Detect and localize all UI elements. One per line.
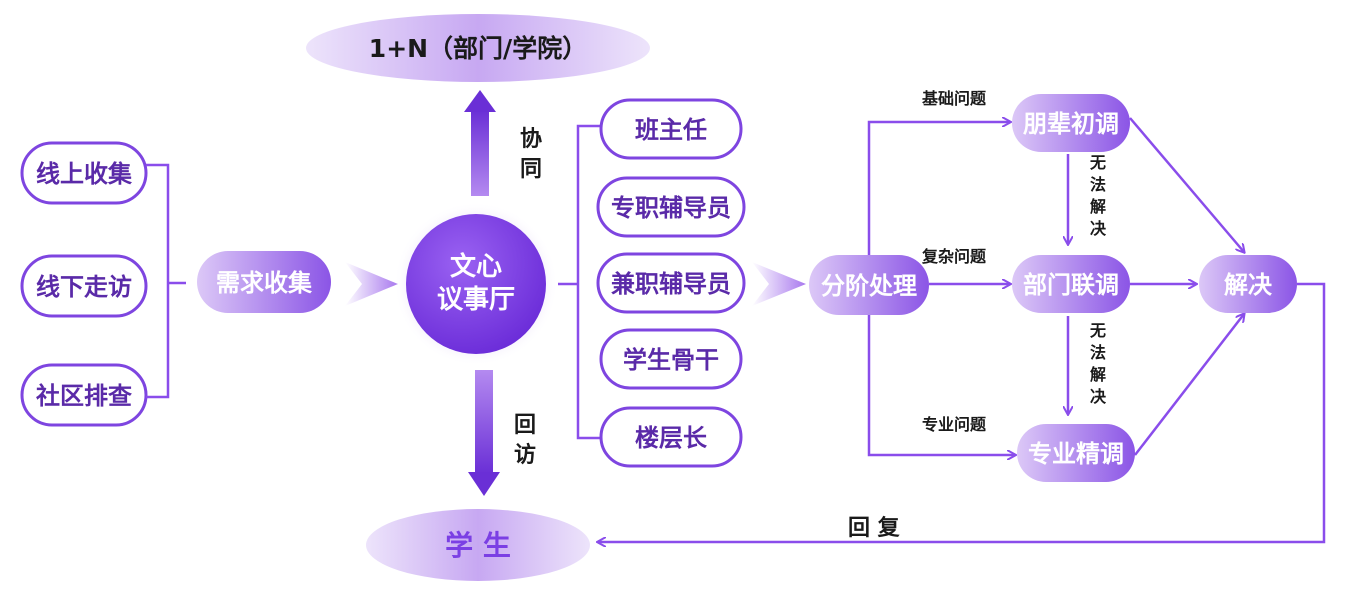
process-label: 分阶处理 — [821, 272, 917, 300]
problem-label-basic: 基础问题 — [921, 89, 987, 108]
escalation-2-char-3: 解 — [1090, 365, 1106, 384]
connector-professional — [867, 315, 1015, 455]
left-bracket — [146, 163, 186, 399]
center-label-line2: 议事厅 — [437, 285, 515, 315]
roles-bracket — [558, 124, 600, 440]
level-label-peer: 朋辈初调 — [1023, 110, 1119, 138]
escalation-1-char-1: 无 — [1089, 153, 1106, 172]
collection-node: 需求收集 — [197, 251, 331, 313]
resolve-node: 解决 — [1199, 255, 1297, 313]
level-label-professional: 专业精调 — [1028, 440, 1124, 468]
arrow-down-label-1: 回 — [514, 413, 536, 438]
role-pill-head-teacher: 班主任 — [599, 98, 743, 160]
chevron-arrow-icon — [345, 262, 398, 306]
bottom-target-label: 学 生 — [445, 529, 511, 562]
connector-basic — [867, 122, 1010, 255]
source-label-offline: 线下走访 — [36, 273, 132, 301]
role-pill-student-cadre: 学生骨干 — [599, 328, 743, 390]
role-pill-fulltime-counselor: 专职辅导员 — [596, 176, 746, 238]
role-label-parttime-counselor: 兼职辅导员 — [611, 270, 731, 298]
source-label-online: 线上收集 — [36, 160, 133, 188]
resolve-label: 解决 — [1224, 271, 1273, 299]
escalation-1-char-3: 解 — [1090, 197, 1106, 216]
problem-label-professional: 专业问题 — [922, 415, 987, 434]
arrow-up-label-2: 同 — [520, 157, 542, 182]
arrow-up-label-1: 协 — [520, 127, 542, 152]
arrow-up-collaborate — [464, 90, 496, 196]
level-label-department: 部门联调 — [1023, 271, 1119, 299]
role-pill-parttime-counselor: 兼职辅导员 — [596, 252, 746, 314]
source-label-community: 社区排查 — [36, 382, 132, 410]
connector-professional-resolve — [1134, 314, 1244, 456]
source-pill-offline: 线下走访 — [20, 254, 148, 318]
chevron-arrow-icon — [752, 262, 806, 306]
source-pill-online: 线上收集 — [20, 141, 148, 205]
center-node: 文心 议事厅 — [394, 202, 558, 366]
level-node-department: 部门联调 — [1012, 255, 1130, 313]
bottom-target-node: 学 生 — [366, 509, 590, 581]
top-target-node: 1+N（部门/学院） — [306, 14, 650, 82]
collection-label: 需求收集 — [216, 269, 313, 297]
connector-peer-resolve — [1129, 117, 1244, 252]
process-node: 分阶处理 — [809, 255, 929, 315]
role-label-head-teacher: 班主任 — [635, 116, 707, 144]
center-label-line1: 文心 — [450, 251, 502, 282]
level-node-peer: 朋辈初调 — [1012, 94, 1130, 152]
role-label-fulltime-counselor: 专职辅导员 — [611, 194, 731, 222]
role-label-student-cadre: 学生骨干 — [623, 346, 719, 374]
escalation-2-char-4: 决 — [1090, 387, 1107, 406]
role-pill-floor-leader: 楼层长 — [599, 406, 743, 468]
escalation-2-char-1: 无 — [1089, 321, 1106, 340]
arrow-down-revisit — [468, 370, 500, 496]
escalation-2-char-2: 法 — [1090, 343, 1106, 362]
escalation-1-char-2: 法 — [1090, 175, 1106, 194]
level-node-professional: 专业精调 — [1017, 424, 1135, 482]
arrow-down-label-2: 访 — [514, 442, 536, 468]
source-pill-community: 社区排查 — [20, 363, 148, 427]
reply-connector — [598, 282, 1326, 542]
top-target-label: 1+N（部门/学院） — [369, 34, 587, 63]
role-label-floor-leader: 楼层长 — [635, 424, 708, 452]
reply-label: 回 复 — [848, 515, 901, 541]
problem-label-complex: 复杂问题 — [921, 247, 987, 266]
escalation-1-char-4: 决 — [1090, 219, 1107, 238]
